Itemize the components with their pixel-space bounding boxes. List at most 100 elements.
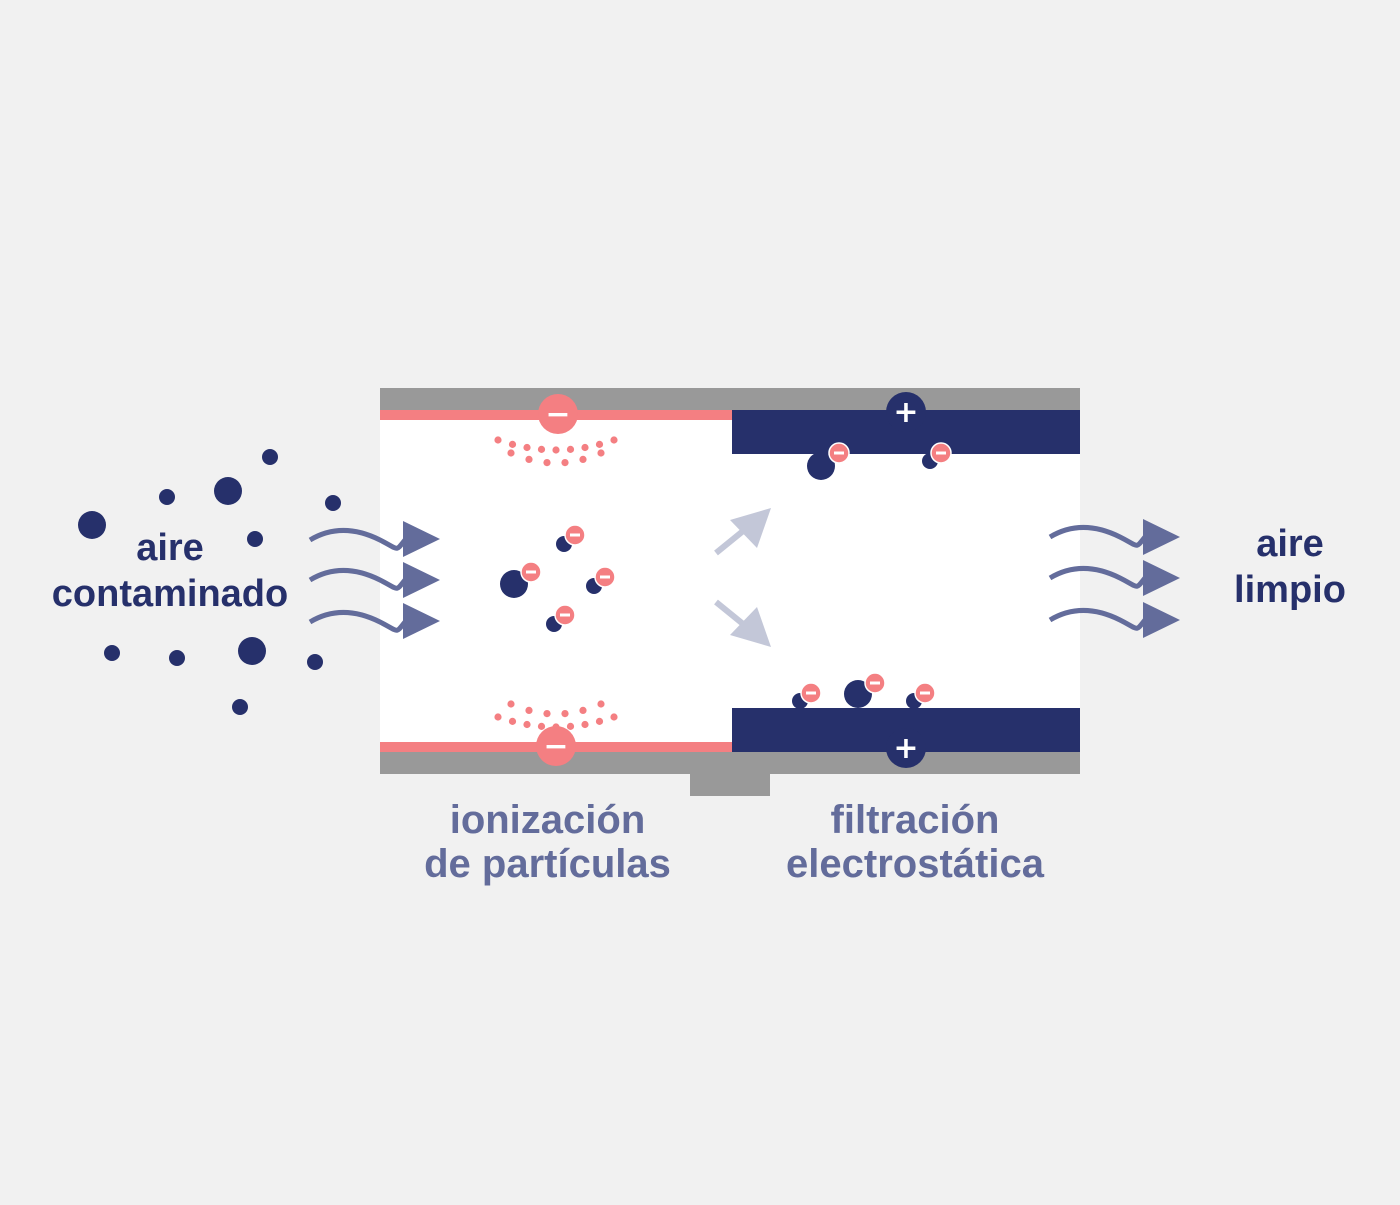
chamber-interior	[380, 412, 1080, 752]
dust-particle-icon	[104, 645, 120, 661]
dust-particle-icon	[500, 570, 528, 598]
charged-particle	[586, 566, 616, 594]
minus-charge-icon: −	[545, 397, 570, 432]
ion-dot	[581, 443, 589, 452]
deflection-arrow-head	[730, 508, 771, 548]
charged-particles	[500, 442, 952, 709]
wavy-arrow-icon	[308, 568, 407, 591]
ion-dot	[494, 713, 502, 721]
plus-charge-icon: +	[893, 731, 918, 766]
housing-base-foot	[690, 772, 770, 796]
ion-dot	[552, 446, 560, 454]
collector-terminal-bottom: +	[886, 728, 926, 768]
wavy-arrow-head	[1143, 602, 1180, 638]
housing-top-frame	[380, 388, 1080, 412]
ion-dot	[543, 459, 551, 467]
charged-particle	[807, 442, 850, 480]
charged-particle	[792, 682, 822, 709]
charged-particle	[922, 442, 952, 469]
wavy-arrow-icon	[308, 610, 407, 633]
housing-bottom-frame	[380, 752, 1080, 774]
ion-dot	[610, 436, 618, 444]
filtration-label-line1: filtración	[830, 798, 1000, 842]
dust-particle-icon	[844, 680, 872, 708]
ion-dot	[561, 710, 569, 718]
ion-dot	[610, 713, 618, 721]
charged-particle	[556, 524, 586, 552]
output-air-label-line2: limpio	[1234, 568, 1346, 611]
wavy-arrow-icon	[308, 528, 407, 551]
ion-dot	[523, 443, 531, 452]
ion-dot	[508, 717, 517, 725]
output-air-label: aire limpio	[1200, 522, 1380, 613]
filtration-stage-label: filtración electrostática	[760, 798, 1070, 886]
input-air-label-line1: aire	[136, 527, 204, 569]
minus-sign	[570, 533, 580, 537]
ion-dot	[537, 722, 546, 730]
ion-dot	[523, 720, 531, 729]
ion-dot	[579, 455, 587, 463]
ion-dot	[494, 436, 502, 444]
minus-sign	[920, 691, 930, 695]
minus-sign	[600, 575, 610, 579]
filtration-label-line2: electrostática	[786, 842, 1044, 886]
ionization-label-line2: de partículas	[424, 842, 671, 886]
charged-particle	[906, 682, 936, 709]
wavy-arrow-head	[1143, 560, 1180, 596]
ion-dot	[581, 720, 589, 729]
ion-dot	[552, 723, 560, 731]
minus-charge-icon: −	[543, 729, 568, 764]
ion-dot	[543, 710, 551, 718]
dust-particle-icon	[307, 654, 323, 670]
ion-emission-dots	[494, 436, 618, 731]
dust-particle-icon	[232, 699, 248, 715]
wavy-arrow-head	[403, 562, 440, 598]
wavy-arrow-icon	[1048, 566, 1147, 589]
outflow-arrows	[1048, 519, 1180, 638]
dust-particle-icon	[78, 511, 106, 539]
wavy-arrow-icon	[1048, 608, 1147, 631]
input-air-label: aire contaminado	[20, 526, 320, 617]
dust-particle-icon	[169, 650, 185, 666]
ionization-label-line1: ionización	[449, 798, 646, 842]
dust-particle-icon	[325, 495, 341, 511]
ionizer-terminal-top: −	[538, 394, 578, 434]
wavy-arrow-icon	[1048, 525, 1147, 548]
ion-dot	[579, 706, 587, 715]
inflow-arrows	[308, 521, 440, 639]
ion-dot	[507, 449, 515, 457]
charged-particle	[546, 604, 576, 632]
wavy-arrow-head	[1143, 519, 1180, 555]
ion-dot	[525, 455, 533, 463]
dust-particle-icon	[807, 452, 835, 480]
ionization-stage-label: ionización de partículas	[400, 798, 695, 886]
charged-particle	[500, 561, 542, 598]
ion-dot	[508, 440, 517, 448]
ion-dot	[566, 445, 575, 453]
charged-particle	[844, 672, 886, 708]
ion-dot	[525, 706, 533, 715]
ion-dot	[507, 700, 515, 708]
ionizer-terminal-bottom: −	[536, 726, 576, 766]
minus-sign	[526, 570, 536, 574]
ion-dot	[597, 700, 605, 708]
minus-sign	[834, 451, 844, 455]
dust-particle-icon	[214, 477, 242, 505]
dust-particle-icon	[247, 531, 263, 547]
minus-sign	[870, 681, 880, 685]
ion-dot	[597, 449, 605, 457]
dust-particle-icon	[238, 637, 266, 665]
ion-dot	[595, 717, 604, 725]
ion-dot	[537, 445, 546, 453]
collector-terminal-top: +	[886, 392, 926, 432]
ion-dot	[566, 722, 575, 730]
input-air-label-line2: contaminado	[51, 572, 289, 615]
ion-dot	[561, 459, 569, 467]
minus-sign	[560, 613, 570, 617]
plus-charge-icon: +	[893, 395, 918, 430]
minus-sign	[806, 691, 816, 695]
minus-sign	[936, 451, 946, 455]
incoming-dust-particles	[78, 449, 341, 715]
